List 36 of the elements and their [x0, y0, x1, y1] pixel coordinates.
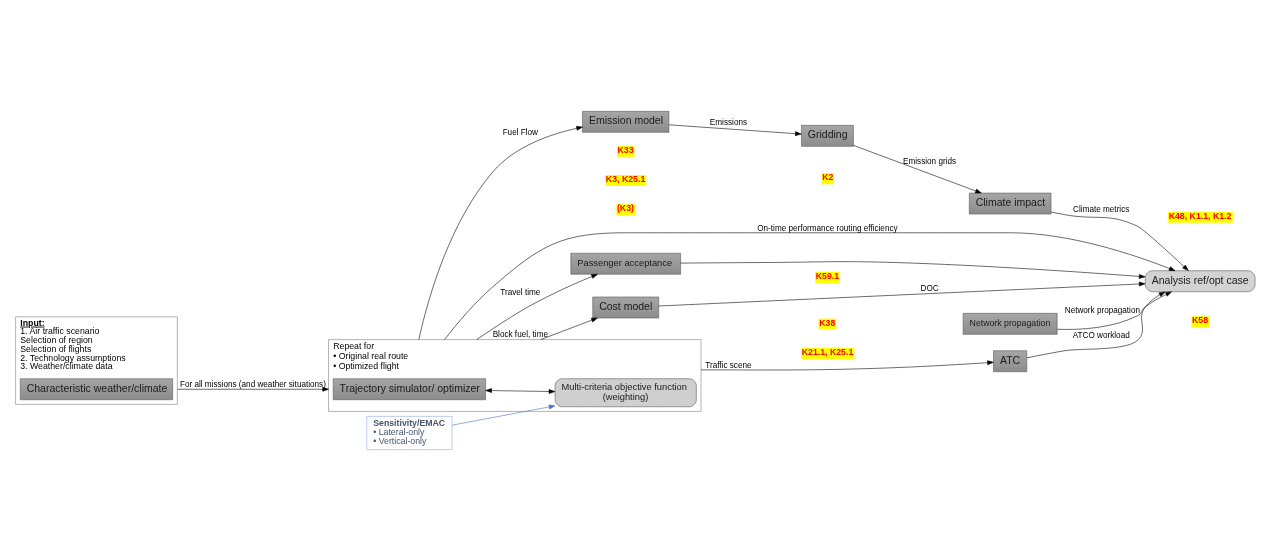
label: K38 — [819, 317, 836, 328]
node-box: Climate impact — [969, 192, 1052, 214]
arrow — [485, 387, 556, 394]
arrow — [476, 273, 598, 340]
node-box: Characteristic weather/climate — [20, 377, 173, 400]
node-box: ATC — [993, 349, 1028, 372]
node-box: Trajectory simulator/ optimizer — [332, 377, 486, 400]
node-box: Cost model — [592, 296, 659, 318]
label: K2 — [822, 171, 834, 182]
label: K21.1, K25.1 — [801, 346, 854, 357]
label: K3, K25.1 — [605, 173, 646, 184]
arrow — [680, 260, 1146, 279]
arrow — [177, 386, 329, 392]
arrow — [700, 359, 994, 370]
node-box: Sensitivity/EMAC • Lateral-only • Vertical-only — [366, 415, 453, 450]
node-box: Passenger acceptance — [570, 252, 681, 274]
arrow — [853, 144, 982, 193]
node-box: Multi-criteria objective function (weighting) — [554, 377, 697, 407]
node-box: Emission model — [582, 110, 670, 133]
node-box: Network propagation — [962, 312, 1058, 335]
node-box: Analysis ref/opt case — [1145, 269, 1256, 292]
arrow — [451, 404, 556, 425]
label: K33 — [617, 144, 634, 155]
label: (K3) — [616, 202, 634, 213]
node-box: Gridding — [801, 124, 854, 147]
label: K59.1 — [815, 270, 840, 281]
label: K48, K1.1, K1.2 — [1168, 210, 1232, 221]
arrow — [1050, 211, 1189, 271]
arrow — [444, 232, 1176, 340]
arrow — [1056, 291, 1172, 330]
arrow — [1026, 291, 1166, 358]
arrow — [540, 317, 598, 340]
label: K58 — [1192, 314, 1209, 325]
arrow — [418, 125, 583, 340]
arrow — [658, 281, 1146, 306]
arrow — [668, 124, 802, 136]
